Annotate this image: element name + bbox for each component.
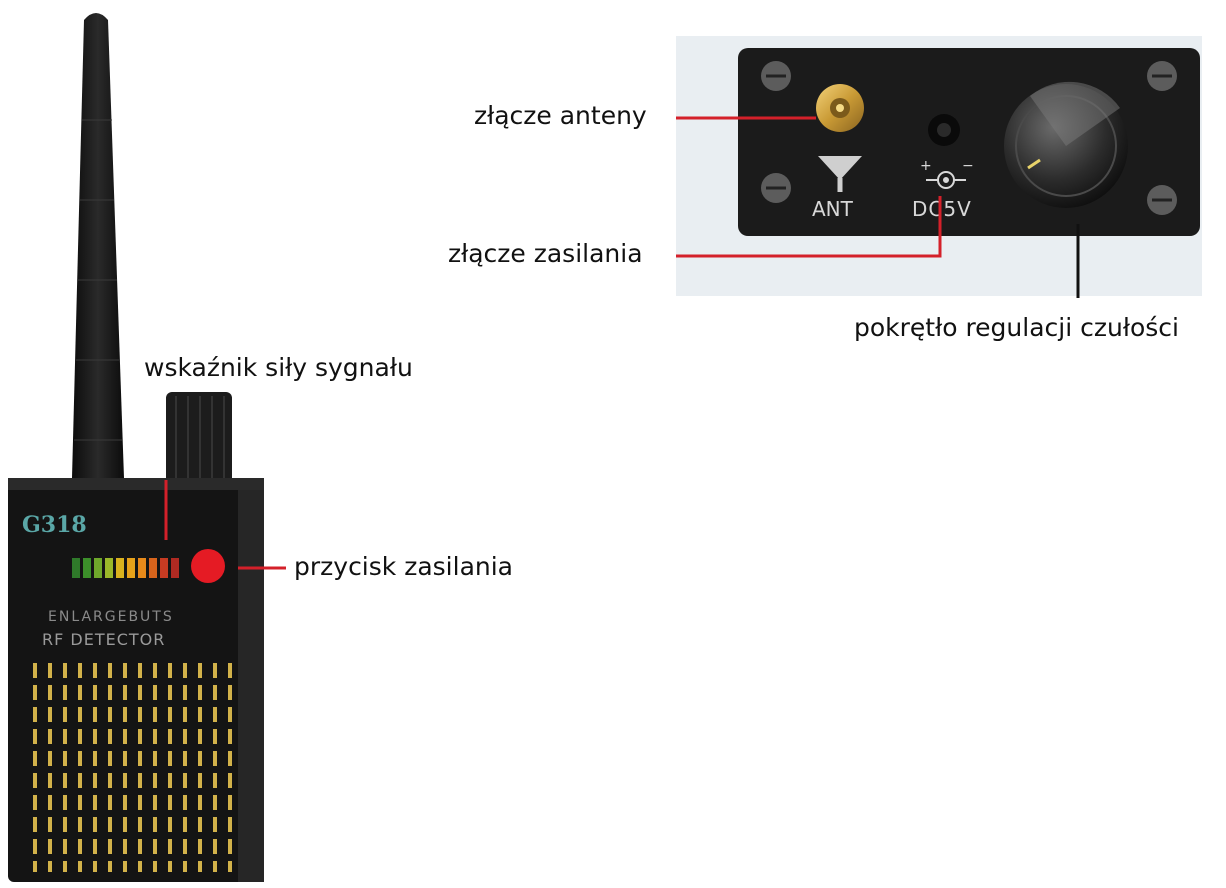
svg-text:+: + bbox=[920, 158, 932, 174]
antenna-connector[interactable] bbox=[816, 84, 864, 132]
callout-lines bbox=[164, 116, 1080, 570]
led-segment bbox=[83, 558, 91, 578]
dc-label: DC5V bbox=[912, 197, 972, 221]
screw-icon bbox=[761, 61, 791, 91]
led-segment bbox=[116, 558, 124, 578]
sensitivity-knob[interactable] bbox=[1004, 81, 1128, 208]
product-label: RF DETECTOR bbox=[42, 630, 165, 649]
callout-power-connector: złącze zasilania bbox=[448, 239, 643, 268]
rf-detector-device: G318 ENLARGEBUTS RF DETECTOR bbox=[8, 13, 264, 882]
model-label: G318 bbox=[22, 512, 87, 538]
led-segment bbox=[171, 558, 179, 578]
svg-text:−: − bbox=[962, 158, 974, 174]
led-segment bbox=[127, 558, 135, 578]
polarity-symbol-icon bbox=[926, 171, 966, 189]
led-segment bbox=[72, 558, 80, 578]
screw-icon bbox=[761, 173, 791, 203]
dc-power-jack[interactable] bbox=[928, 114, 960, 146]
led-segment bbox=[149, 558, 157, 578]
callout-sensitivity-knob: pokrętło regulacji czułości bbox=[854, 313, 1179, 342]
callout-signal-indicator: wskaźnik siły sygnału bbox=[144, 353, 413, 382]
led-segment bbox=[138, 558, 146, 578]
callout-power-button: przycisk zasilania bbox=[294, 552, 513, 581]
ant-label: ANT bbox=[812, 197, 854, 221]
antenna-symbol-icon bbox=[818, 156, 862, 180]
led-segment bbox=[160, 558, 168, 578]
power-connector-leader bbox=[676, 196, 942, 258]
led-segment bbox=[94, 558, 102, 578]
brand-label: ENLARGEBUTS bbox=[48, 609, 174, 625]
callout-antenna-connector: złącze anteny bbox=[474, 101, 647, 130]
antenna bbox=[72, 13, 124, 478]
signal-strength-indicator bbox=[72, 558, 179, 578]
screw-icon bbox=[1147, 185, 1177, 215]
speaker-grille bbox=[24, 656, 242, 872]
antenna-ribs bbox=[74, 119, 122, 441]
led-segment bbox=[105, 558, 113, 578]
power-button[interactable] bbox=[191, 549, 225, 583]
screw-icon bbox=[1147, 61, 1177, 91]
